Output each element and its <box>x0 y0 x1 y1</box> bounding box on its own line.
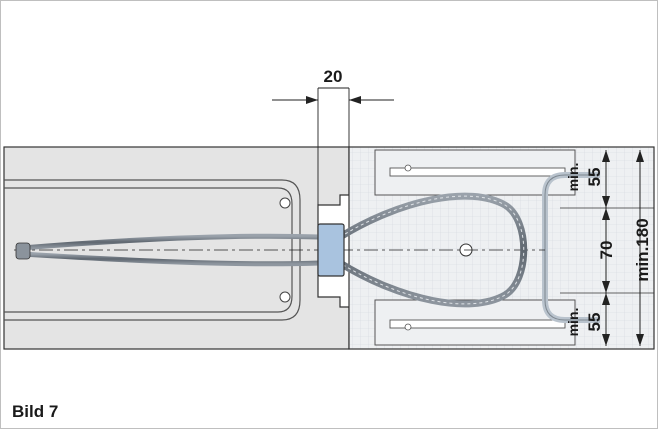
dimension-edges <box>602 150 610 346</box>
label-gap: 20 <box>324 67 343 86</box>
ferrule <box>317 223 345 277</box>
dimension-gap <box>272 87 394 205</box>
label-top-min: min. <box>565 163 581 192</box>
label-center: 70 <box>597 241 616 260</box>
label-bottom-value: 55 <box>585 313 604 332</box>
figure-caption: Bild 7 <box>12 402 59 421</box>
left-element <box>3 146 350 350</box>
wire-rope-loop <box>15 192 528 308</box>
label-top-value: 55 <box>585 168 604 187</box>
right-element <box>348 146 655 350</box>
label-bottom-min: min. <box>565 308 581 337</box>
dimension-total <box>636 150 644 346</box>
label-total: min.180 <box>633 218 652 281</box>
